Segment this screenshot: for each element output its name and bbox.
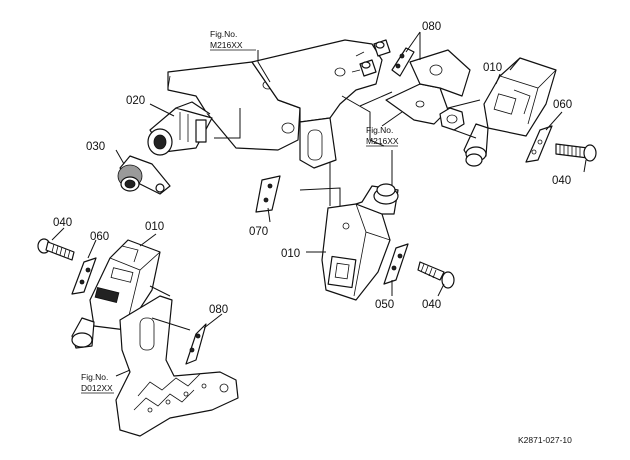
right-bracket	[385, 49, 471, 125]
lower-bracket	[115, 295, 239, 437]
callout-080-upper: 080	[422, 21, 441, 33]
part-020-sensor	[147, 101, 213, 156]
part-040-bolt-upper	[555, 143, 597, 162]
part-040-bolt-left	[37, 238, 75, 261]
fig-ref-right-code: M216XX	[366, 136, 399, 146]
part-050-plate	[383, 243, 409, 285]
upper-bracket	[167, 39, 383, 169]
callout-040-left: 040	[53, 217, 72, 229]
fig-ref-right: Fig.No. M216XX	[366, 125, 399, 147]
part-080-plate-upper	[391, 47, 415, 77]
drawing-code: K2871-027-10	[518, 435, 572, 445]
callout-060-upper: 060	[553, 99, 572, 111]
part-040-bolt-center	[417, 261, 455, 289]
part-010-sensor-center	[321, 183, 399, 301]
fig-ref-upper: Fig.No. M216XX	[210, 29, 256, 51]
callout-020: 020	[126, 95, 145, 107]
callout-030: 030	[86, 141, 105, 153]
part-060-plate-upper	[525, 125, 553, 163]
part-070-plate	[255, 175, 281, 213]
part-010-sensor-left	[71, 239, 161, 349]
callout-080-lower: 080	[209, 304, 228, 316]
part-030-flange	[117, 155, 171, 195]
callout-010-left: 010	[145, 221, 164, 233]
bracket-studs	[359, 39, 391, 77]
part-010-sensor-upper	[463, 57, 557, 167]
fig-ref-lower-label: Fig.No.	[81, 372, 108, 382]
fig-ref-right-label: Fig.No.	[366, 125, 393, 135]
callout-010-center: 010	[281, 248, 300, 260]
hex-nut	[439, 107, 465, 131]
callout-050: 050	[375, 299, 394, 311]
fig-ref-lower: Fig.No. D012XX	[81, 372, 114, 394]
callout-040-center: 040	[422, 299, 441, 311]
callout-010-upper: 010	[483, 62, 502, 74]
callout-040-upper: 040	[552, 175, 571, 187]
callout-060-left: 060	[90, 231, 109, 243]
part-060-plate-left	[71, 257, 97, 295]
callout-070: 070	[249, 226, 268, 238]
fig-ref-lower-code: D012XX	[81, 383, 113, 393]
leader-lines	[51, 31, 587, 377]
part-080-plate-lower	[185, 323, 207, 365]
fig-ref-upper-code: M216XX	[210, 40, 243, 50]
fig-ref-upper-label: Fig.No.	[210, 29, 237, 39]
